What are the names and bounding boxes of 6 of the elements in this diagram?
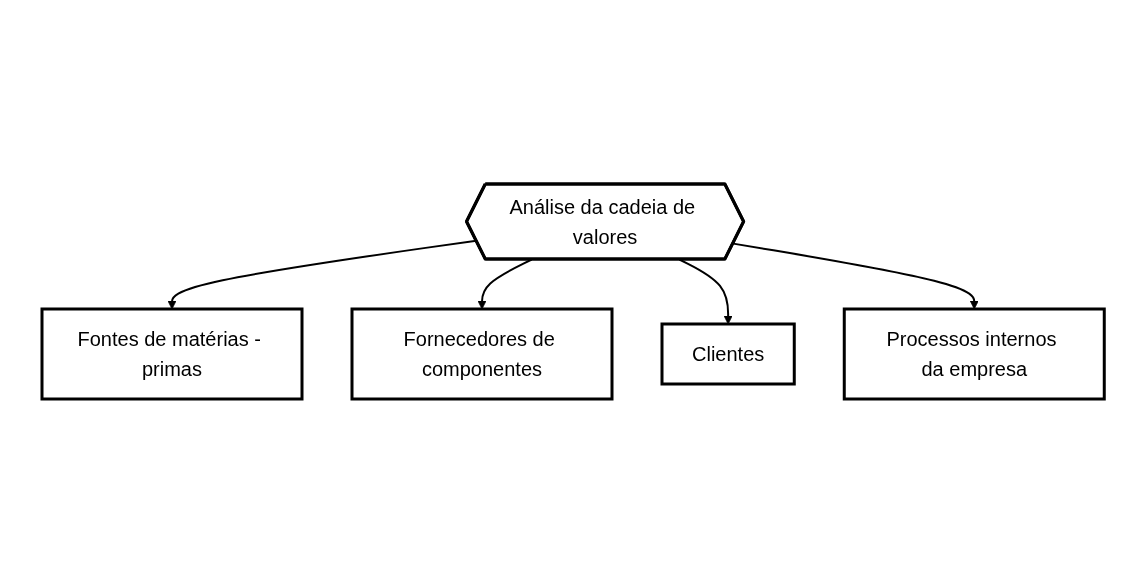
node-box: Fornecedores de componentes bbox=[350, 307, 614, 401]
node-box: Processos internos da empresa bbox=[843, 307, 1107, 401]
node-box: Clientes bbox=[660, 322, 797, 386]
arrow bbox=[167, 239, 478, 310]
node-box: Fontes de matérias - primas bbox=[40, 307, 304, 401]
arrow bbox=[732, 242, 980, 310]
